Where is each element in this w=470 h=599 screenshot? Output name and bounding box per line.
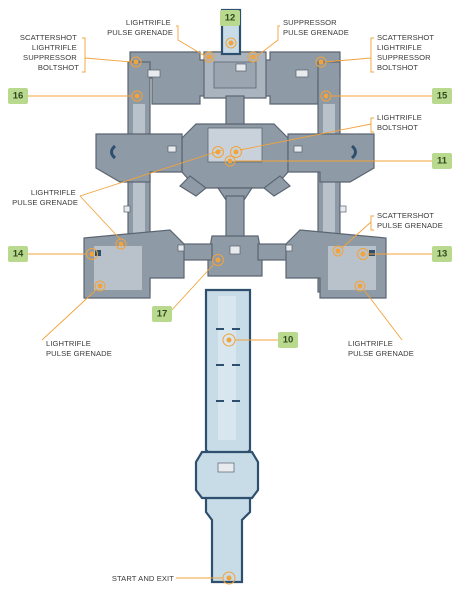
crate: [339, 205, 347, 213]
left-room-floor: [94, 246, 142, 290]
hub-lower-right-claw: [263, 175, 291, 197]
dash: [216, 328, 224, 330]
badge-12: 12: [220, 10, 240, 26]
left-c-marker: [110, 144, 117, 160]
dash: [216, 364, 224, 366]
crate: [285, 244, 293, 252]
leader-top-left: [82, 37, 133, 73]
svg-text:13: 13: [437, 249, 448, 260]
badge-17: 17: [152, 306, 172, 322]
marker-13-b: [332, 245, 344, 257]
crate-lower-room: [217, 462, 235, 473]
crate: [229, 245, 241, 255]
marker-12-left: [203, 51, 215, 63]
leader-12-left: [176, 25, 206, 57]
right-hub-wing: [287, 133, 375, 183]
top-center-inner: [213, 61, 257, 89]
label-start: START AND EXIT: [112, 574, 174, 583]
label-12-right: SUPPRESSOR PULSE GRENADE: [283, 18, 349, 37]
badge-13: 13: [432, 246, 452, 262]
label-top-right: SCATTERSHOT LIGHTRIFLE SUPPRESSOR BOLTSH…: [377, 33, 436, 72]
svg-text:17: 17: [157, 309, 168, 320]
label-12-left: LIGHTRIFLE PULSE GRENADE: [107, 18, 173, 37]
marker-13-a: [357, 248, 369, 260]
label-bottom-left: LIGHTRIFLE PULSE GRENADE: [46, 339, 112, 358]
hub-lower-left-claw: [179, 175, 207, 197]
badge-10: 10: [278, 332, 298, 348]
marker-11-b: [230, 146, 242, 158]
leader-bottom-right: [363, 289, 403, 341]
leader-bottom-left: [41, 289, 97, 341]
marker-17: [212, 254, 224, 266]
marker-12: [225, 37, 237, 49]
crate: [123, 205, 131, 213]
right-c-marker: [350, 144, 357, 160]
dash: [232, 364, 240, 366]
hub-to-junction-shaft: [225, 195, 245, 243]
svg-text:12: 12: [225, 13, 236, 24]
badge-11: 11: [432, 153, 452, 169]
svg-text:14: 14: [13, 249, 24, 260]
marker-14-a: [86, 248, 98, 260]
dash: [216, 400, 224, 402]
label-11: LIGHTRIFLE BOLTSHOT: [377, 113, 424, 132]
label-top-left: SCATTERSHOT LIGHTRIFLE SUPPRESSOR BOLTSH…: [20, 33, 79, 72]
leader-14-text: [79, 195, 121, 240]
left-hub-wing: [95, 133, 183, 183]
crate: [167, 145, 177, 153]
leader-13-text: [341, 215, 374, 249]
badge-14: 14: [8, 246, 28, 262]
leader-top-right: [324, 37, 374, 73]
crate: [147, 69, 161, 78]
leader-14-arc: [79, 149, 223, 197]
label-14: LIGHTRIFLE PULSE GRENADE: [12, 188, 78, 207]
leader-17: [169, 263, 215, 313]
corridor-center-strip: [218, 296, 236, 440]
badge-16: 16: [8, 88, 28, 104]
crate: [369, 250, 375, 256]
badge-15: 15: [432, 88, 452, 104]
number-badges: 12 16 15 11 14 13 17 10: [8, 10, 452, 348]
pickup-markers: [86, 37, 369, 585]
crate: [177, 244, 185, 252]
marker-bottom-right: [354, 280, 366, 292]
svg-text:16: 16: [13, 91, 24, 102]
dash: [232, 328, 240, 330]
svg-text:10: 10: [283, 335, 294, 346]
svg-text:11: 11: [437, 156, 448, 167]
crate: [293, 145, 303, 153]
junction: [207, 235, 263, 277]
dash: [232, 400, 240, 402]
marker-12-right: [247, 51, 259, 63]
corridor-lower-room: [194, 450, 260, 500]
callout-labels: LIGHTRIFLE PULSE GRENADE SUPPRESSOR PULS…: [12, 18, 443, 583]
hub-core: [207, 127, 263, 163]
crate: [95, 250, 101, 256]
leader-lines: [26, 25, 434, 579]
leader-11-text: [239, 117, 374, 151]
leader-12-right: [256, 25, 280, 57]
label-13: SCATTERSHOT PULSE GRENADE: [377, 211, 443, 230]
marker-14-b: [115, 238, 127, 250]
label-bottom-right: LIGHTRIFLE PULSE GRENADE: [348, 339, 414, 358]
marker-bottom-left: [94, 280, 106, 292]
crate: [295, 69, 309, 78]
svg-text:15: 15: [437, 91, 448, 102]
crate: [235, 63, 247, 72]
